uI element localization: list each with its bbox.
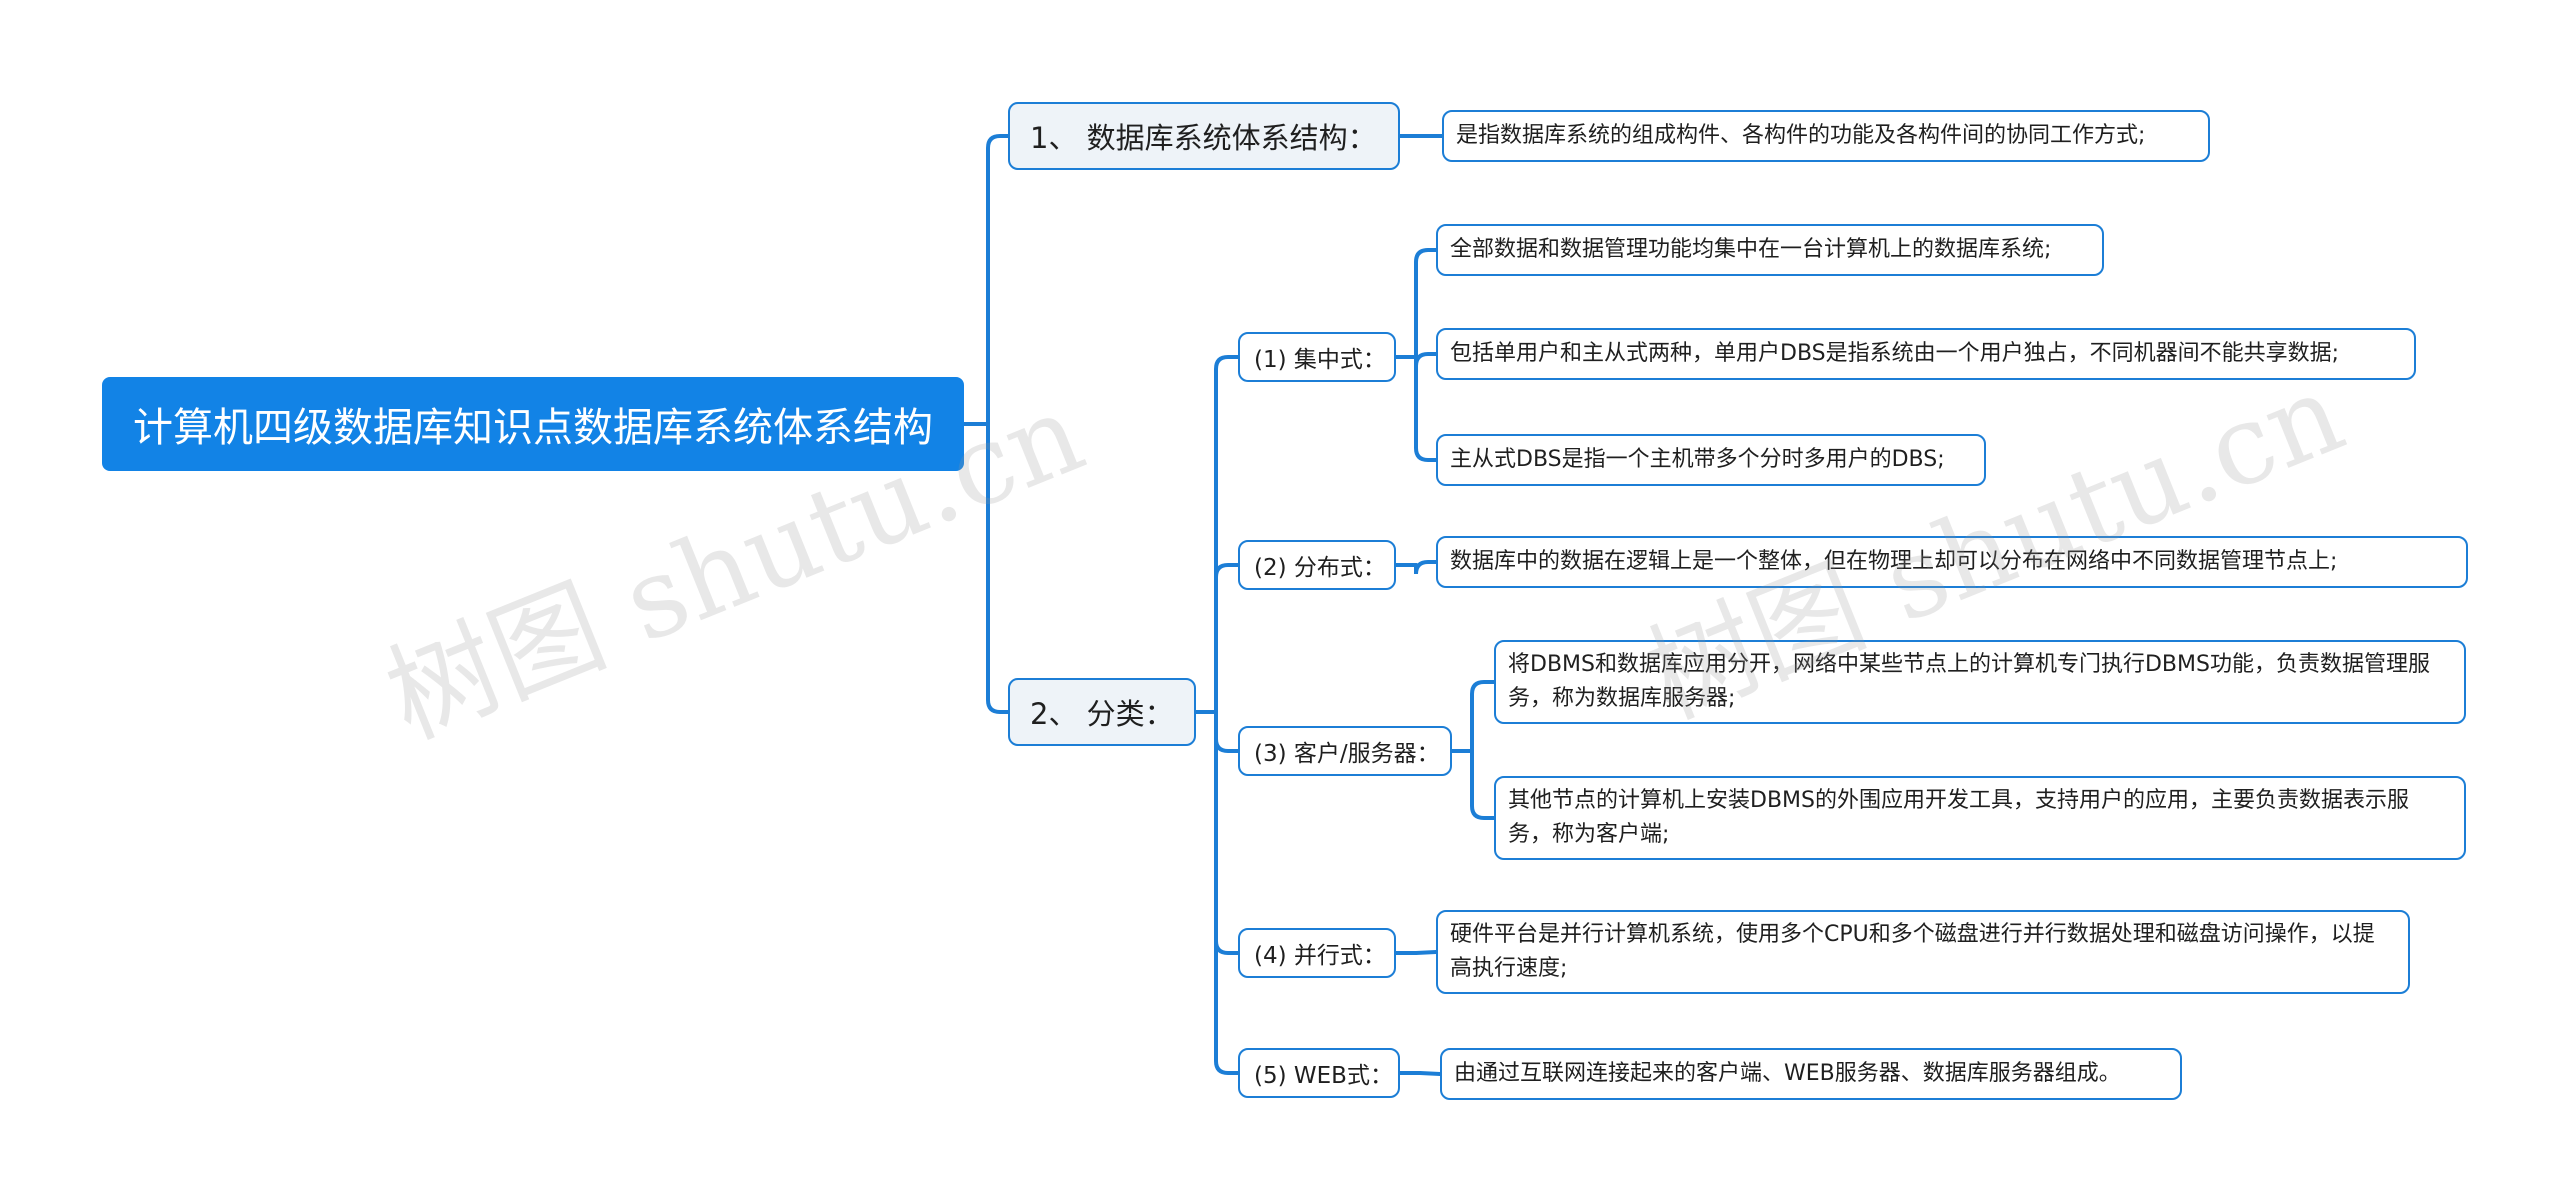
leaf-centralized-2[interactable]: 包括单用户和主从式两种，单用户DBS是指系统由一个用户独占，不同机器间不能共享数…: [1436, 328, 2416, 380]
leaf-centralized-1[interactable]: 全部数据和数据管理功能均集中在一台计算机上的数据库系统;: [1436, 224, 2104, 276]
category-centralized[interactable]: (1) 集中式：: [1238, 332, 1396, 382]
leaf-client-server-1[interactable]: 将DBMS和数据库应用分开，网络中某些节点上的计算机专门执行DBMS功能，负责数…: [1494, 640, 2466, 724]
parallel-link-0: [1414, 950, 1438, 955]
classification-link-4: [1214, 710, 1240, 1075]
centralized-link-2: [1414, 355, 1438, 462]
category-distributed[interactable]: (2) 分布式：: [1238, 540, 1396, 590]
distributed-link-0: [1414, 560, 1438, 575]
root-link-0: [986, 134, 1010, 426]
category-client-server[interactable]: (3) 客户/服务器：: [1238, 726, 1452, 776]
web-link-0: [1418, 1071, 1442, 1076]
leaf-centralized-3[interactable]: 主从式DBS是指一个主机带多个分时多用户的DBS;: [1436, 434, 1986, 486]
leaf-client-server-2[interactable]: 其他节点的计算机上安装DBMS的外围应用开发工具，支持用户的应用，主要负责数据表…: [1494, 776, 2466, 860]
client-server-link-1: [1470, 749, 1496, 820]
classification-link-0: [1214, 355, 1240, 714]
classification-link-1: [1214, 563, 1240, 714]
category-web[interactable]: (5) WEB式：: [1238, 1048, 1400, 1098]
leaf-distributed[interactable]: 数据库中的数据在逻辑上是一个整体，但在物理上却可以分布在网络中不同数据管理节点上…: [1436, 536, 2468, 588]
leaf-architecture-definition[interactable]: 是指数据库系统的组成构件、各构件的功能及各构件间的协同工作方式;: [1442, 110, 2210, 162]
category-parallel[interactable]: (4) 并行式：: [1238, 928, 1396, 978]
root-topic[interactable]: 计算机四级数据库知识点数据库系统体系结构: [102, 377, 964, 471]
centralized-link-1: [1414, 352, 1438, 367]
leaf-web[interactable]: 由通过互联网连接起来的客户端、WEB服务器、数据库服务器组成。: [1440, 1048, 2182, 1100]
root-link-1: [986, 422, 1010, 714]
branch-classification[interactable]: 2、 分类：: [1008, 678, 1196, 746]
classification-link-2: [1214, 710, 1240, 753]
centralized-link-0: [1414, 248, 1438, 359]
leaf-parallel[interactable]: 硬件平台是并行计算机系统，使用多个CPU和多个磁盘进行并行数据处理和磁盘访问操作…: [1436, 910, 2410, 994]
client-server-link-0: [1470, 680, 1496, 753]
branch-architecture[interactable]: 1、 数据库系统体系结构：: [1008, 102, 1400, 170]
